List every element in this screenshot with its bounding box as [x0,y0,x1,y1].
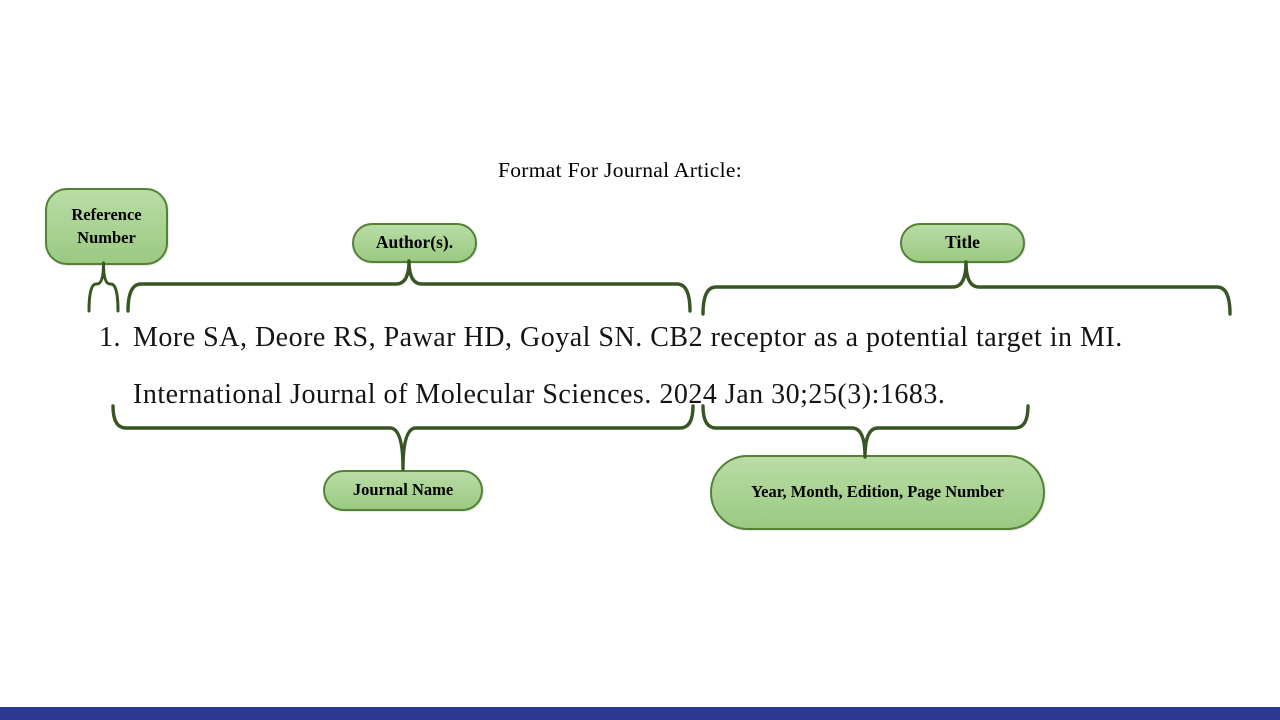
reference-number-label: Reference Number [45,188,168,265]
title-label: Title [900,223,1025,263]
authors-label: Author(s). [352,223,477,263]
citation-line-2: International Journal of Molecular Scien… [133,379,946,410]
footer-bar [0,707,1280,720]
authors-brace [126,259,692,313]
journal-name-brace [111,404,695,471]
year-month-brace [701,404,1030,459]
title-brace [701,260,1232,316]
citation-number: 1. [99,322,121,353]
year-month-edition-page-label: Year, Month, Edition, Page Number [710,455,1045,530]
journal-name-label: Journal Name [323,470,483,511]
citation-line-1: More SA, Deore RS, Pawar HD, Goyal SN. C… [133,322,1123,353]
reference-number-brace [87,261,120,313]
page-title: Format For Journal Article: [498,158,742,182]
